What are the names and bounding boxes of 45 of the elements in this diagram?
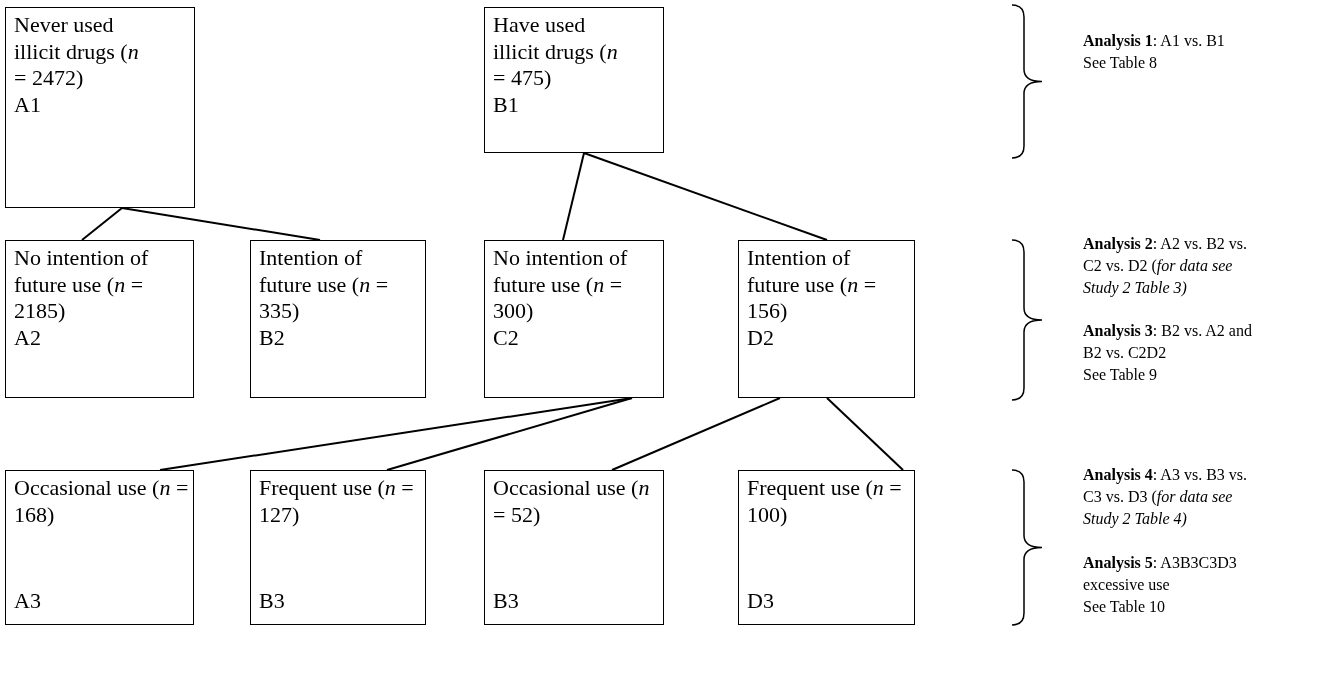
group-code: A2 [14,324,42,351]
group-code: B3 [259,587,286,614]
group-description: Have used illicit drugs (n = 475) [493,12,619,92]
analysis-note: See Table 8 [1083,53,1159,73]
connector-line [81,207,123,241]
group-description: Intention of future use (n = 335) [259,245,390,325]
group-box [250,240,426,398]
group-description: No intention of future use (n = 2185) [14,245,150,325]
connector-line [562,152,585,241]
group-description: Intention of future use (n = 156) [747,245,878,325]
connector-line [386,397,633,471]
analysis-note: Analysis 3: B2 vs. A2 and B2 vs. C2D2 [1083,321,1253,363]
group-code: B1 [493,91,520,118]
connector-line [583,152,828,241]
connector-line [121,207,321,241]
analysis-note: See Table 10 [1083,597,1167,617]
group-code: A1 [14,91,42,118]
group-box [5,240,194,398]
group-description: Occasional use (n = 168) [14,475,189,528]
group-code: C2 [493,324,520,351]
group-description: Frequent use (n = 127) [259,475,415,528]
group-description: Never used illicit drugs (n = 2472) [14,12,140,92]
analysis-note: Analysis 4: A3 vs. B3 vs. C3 vs. D3 (for data see Study 2 Table 4) [1083,465,1249,530]
group-box [484,7,664,153]
group-box [738,240,915,398]
group-code: D2 [747,324,775,351]
group-box [250,470,426,625]
connector-line [826,397,904,471]
group-box [484,240,664,398]
group-code: D3 [747,587,775,614]
group-code: B3 [493,587,520,614]
group-description: No intention of future use (n = 300) [493,245,629,325]
connector-line [611,397,781,471]
analysis-note: Analysis 1: A1 vs. B1 [1083,31,1226,52]
analysis-note: Analysis 5: A3B3C3D3 excessive use [1083,553,1238,595]
group-box [5,7,195,208]
group-description: Occasional use (n = 52) [493,475,651,528]
analysis-note: See Table 9 [1083,365,1159,385]
group-code: B2 [259,324,286,351]
group-code: A3 [14,587,42,614]
group-box [738,470,915,625]
group-description: Frequent use (n = 100) [747,475,903,528]
group-box [484,470,664,625]
group-box [5,470,194,625]
analysis-note: Analysis 2: A2 vs. B2 vs. C2 vs. D2 (for data see Study 2 Table 3) [1083,234,1249,299]
